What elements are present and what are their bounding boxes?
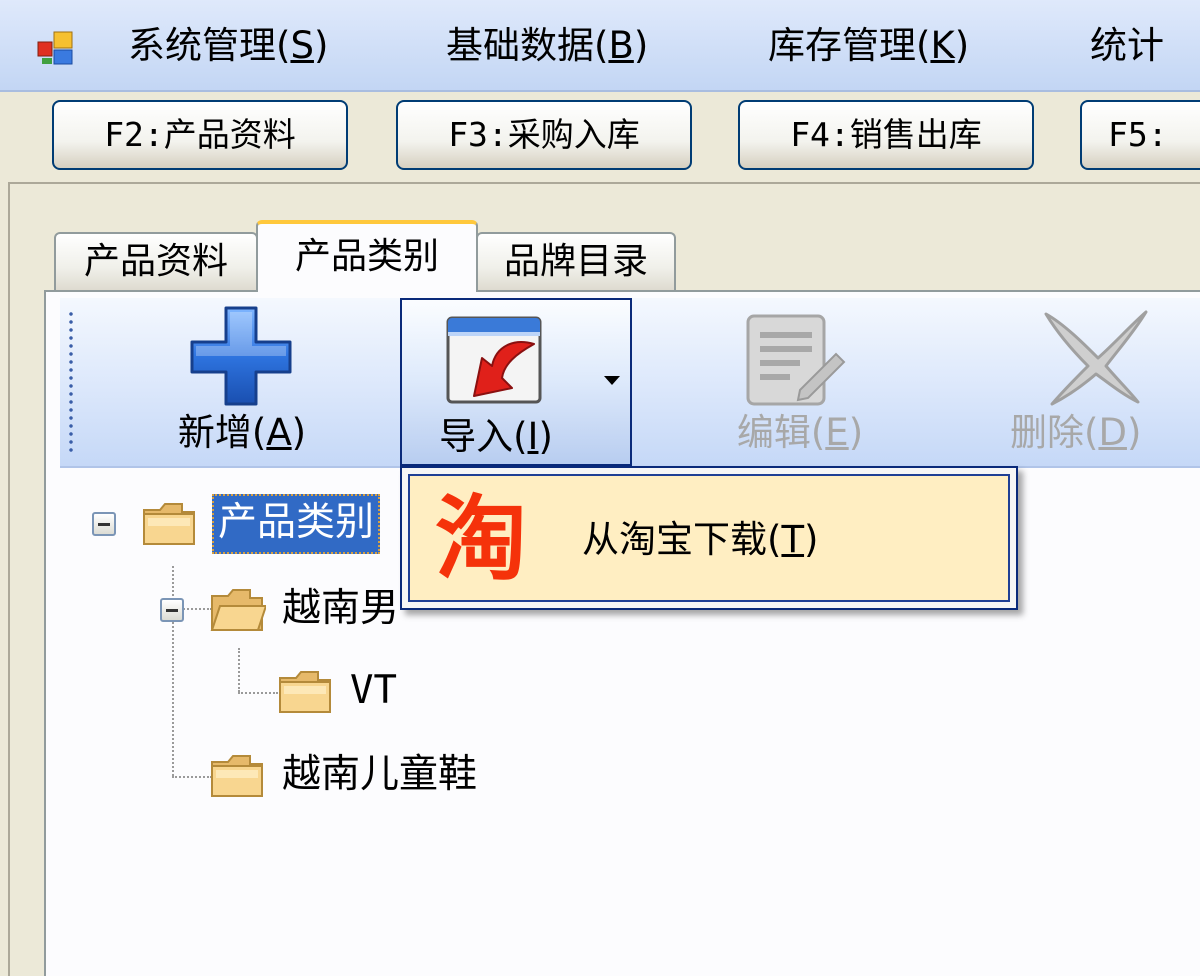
tree-connector-line bbox=[172, 608, 212, 610]
tree-node-product-category[interactable]: 产品类别 bbox=[212, 494, 381, 554]
add-label-key: A bbox=[266, 411, 292, 454]
edit-label-close: ) bbox=[848, 411, 864, 454]
taobao-label-text: 从淘宝下载( bbox=[582, 518, 782, 561]
tree-connector-line bbox=[172, 566, 174, 776]
edit-label-key: E bbox=[825, 411, 849, 454]
add-button-label: 新增(A) bbox=[142, 410, 342, 456]
import-dropdown-menu: 淘 从淘宝下载(T) bbox=[400, 466, 1018, 610]
menu-bar: 系统管理(S) 基础数据(B) 库存管理(K) 统计 bbox=[0, 0, 1200, 92]
shortcut-bar: F2:产品资料 F3:采购入库 F4:销售出库 F5: bbox=[0, 92, 1200, 182]
import-label-key: I bbox=[527, 415, 539, 458]
import-icon bbox=[446, 316, 542, 404]
menu-basic-data-close: ) bbox=[633, 24, 649, 67]
toolbar: 新增(A) 导入(I) 编辑(E) bbox=[60, 298, 1200, 468]
tab-product-info[interactable]: 产品资料 bbox=[54, 232, 258, 290]
menu-basic-data[interactable]: 基础数据(B) bbox=[446, 16, 648, 76]
toolbar-grip-handle[interactable] bbox=[68, 310, 74, 456]
open-folder-icon bbox=[210, 589, 266, 631]
import-button-label: 导入(I) bbox=[402, 414, 590, 460]
import-dropdown-arrow-icon[interactable] bbox=[604, 376, 620, 385]
edit-label-text: 编辑( bbox=[736, 411, 826, 454]
tree-collapse-toggle-root[interactable] bbox=[92, 512, 116, 536]
tree-node-vietnam-men[interactable]: 越南男 bbox=[282, 586, 400, 631]
add-label-close: ) bbox=[291, 411, 307, 454]
menu-basic-data-key: B bbox=[608, 24, 634, 67]
add-button[interactable]: 新增(A) bbox=[142, 298, 342, 466]
taobao-label-close: ) bbox=[804, 518, 819, 561]
delete-button[interactable]: 删除(D) bbox=[994, 298, 1200, 466]
menu-statistics[interactable]: 统计 bbox=[1090, 16, 1164, 76]
tree-collapse-toggle-child[interactable] bbox=[160, 598, 184, 622]
tree-node-vietnam-children[interactable]: 越南儿童鞋 bbox=[282, 752, 478, 797]
f2-product-info-button[interactable]: F2:产品资料 bbox=[52, 100, 348, 170]
taobao-logo-icon: 淘 bbox=[434, 486, 527, 593]
import-label-close: ) bbox=[538, 415, 553, 458]
tab-brand-catalog[interactable]: 品牌目录 bbox=[476, 232, 676, 290]
f4-sales-out-button[interactable]: F4:销售出库 bbox=[738, 100, 1034, 170]
menu-inventory-close: ) bbox=[954, 24, 970, 67]
menu-statistics-label: 统计 bbox=[1090, 24, 1164, 67]
menu-basic-data-label: 基础数据( bbox=[446, 24, 609, 67]
download-from-taobao-menu-item[interactable]: 淘 从淘宝下载(T) bbox=[408, 474, 1010, 602]
f5-button[interactable]: F5: bbox=[1080, 100, 1200, 170]
f3-purchase-in-button[interactable]: F3:采购入库 bbox=[396, 100, 692, 170]
add-label-text: 新增( bbox=[177, 411, 267, 454]
delete-label-key: D bbox=[1098, 411, 1127, 454]
import-button[interactable]: 导入(I) bbox=[400, 298, 632, 466]
menu-inventory[interactable]: 库存管理(K) bbox=[768, 16, 969, 76]
delete-label-close: ) bbox=[1126, 411, 1142, 454]
edit-document-icon bbox=[746, 314, 846, 406]
tree-connector-line bbox=[172, 776, 212, 778]
menu-inventory-label: 库存管理( bbox=[768, 24, 931, 67]
folder-icon bbox=[143, 503, 195, 545]
taobao-label-key: T bbox=[781, 518, 805, 561]
folder-icon bbox=[211, 755, 263, 797]
menu-system-close: ) bbox=[313, 24, 329, 67]
edit-button-label: 编辑(E) bbox=[680, 410, 920, 456]
import-label-text: 导入( bbox=[439, 415, 528, 458]
delete-label-text: 删除( bbox=[1010, 411, 1099, 454]
app-icon[interactable] bbox=[36, 28, 76, 68]
tree-connector-line bbox=[238, 648, 240, 692]
edit-button[interactable]: 编辑(E) bbox=[680, 298, 920, 466]
tree-connector-line bbox=[238, 692, 278, 694]
menu-system[interactable]: 系统管理(S) bbox=[128, 16, 328, 76]
menu-inventory-key: K bbox=[930, 24, 955, 67]
tree-node-vt[interactable]: VT bbox=[350, 668, 397, 713]
delete-button-label: 删除(D) bbox=[1010, 410, 1200, 456]
delete-x-icon bbox=[1044, 310, 1148, 406]
download-from-taobao-label: 从淘宝下载(T) bbox=[582, 510, 818, 570]
plus-icon bbox=[190, 306, 292, 406]
menu-system-label: 系统管理( bbox=[128, 24, 291, 67]
tab-product-category[interactable]: 产品类别 bbox=[256, 220, 478, 292]
menu-system-key: S bbox=[290, 24, 314, 67]
folder-icon bbox=[279, 671, 331, 713]
